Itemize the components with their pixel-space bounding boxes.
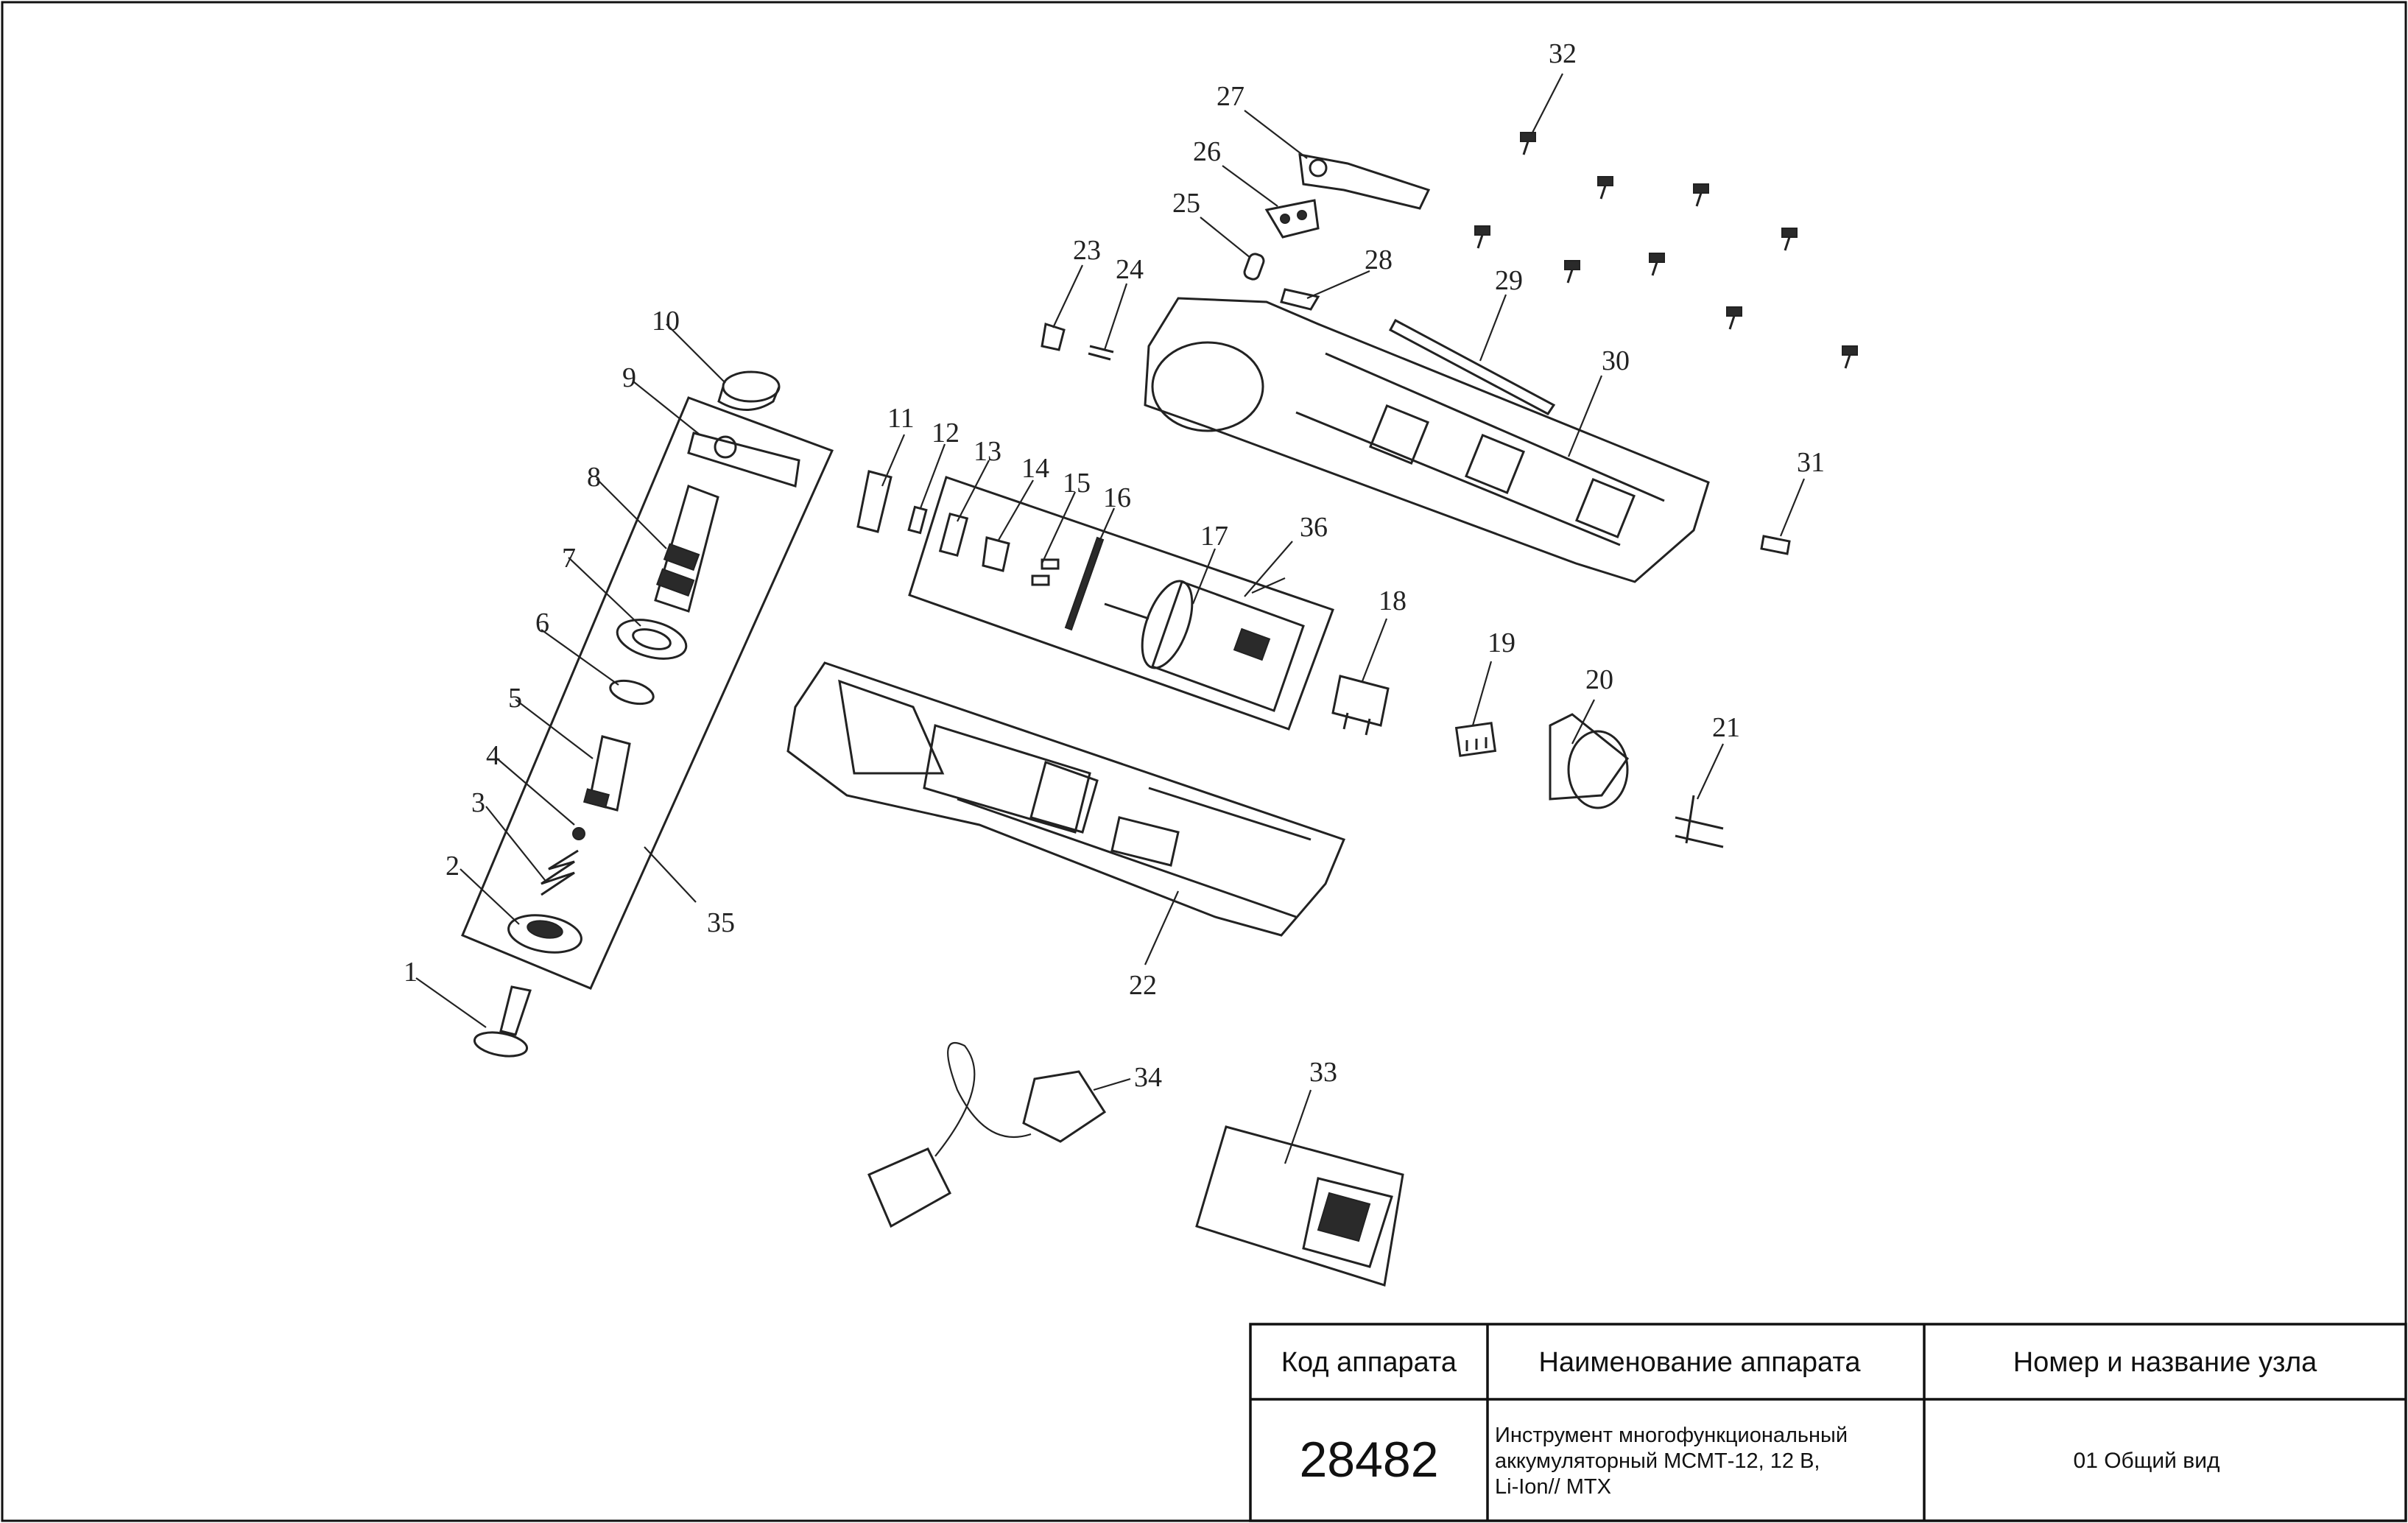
assembly-36-outline <box>908 476 1334 731</box>
callout-15: 15 <box>1063 468 1091 499</box>
callout-18: 18 <box>1379 585 1407 616</box>
part-9 <box>687 432 800 488</box>
callout-17: 17 <box>1200 521 1228 552</box>
callout-6: 6 <box>535 608 549 639</box>
part-33 <box>1195 1125 1404 1287</box>
part-4 <box>572 827 585 840</box>
part-34 <box>867 1041 1107 1228</box>
part-17 <box>1104 580 1305 712</box>
device-name-line-2: аккумуляторный МСМТ-12, 12 В, <box>1495 1449 1820 1473</box>
callout-29: 29 <box>1495 265 1523 296</box>
part-2 <box>507 914 582 954</box>
part-25 <box>1243 253 1265 281</box>
callout-26: 26 <box>1193 136 1221 167</box>
part-31 <box>1760 535 1791 555</box>
device-name-line-1: Инструмент многофункциональный <box>1495 1424 1848 1447</box>
part-16 <box>1064 536 1105 631</box>
part-20 <box>1549 713 1630 809</box>
header-device-code: Код аппарата <box>1281 1347 1457 1378</box>
callout-12: 12 <box>932 418 960 449</box>
callout-31: 31 <box>1797 447 1825 478</box>
callout-3: 3 <box>471 787 485 818</box>
part-27 <box>1298 153 1431 210</box>
part-32 <box>1474 132 1858 369</box>
callout-14: 14 <box>1021 453 1049 484</box>
part-26 <box>1264 199 1320 239</box>
callout-1: 1 <box>404 957 418 988</box>
title-block: Код аппарата Наименование аппарата Номер… <box>1249 1323 2407 1522</box>
callout-20: 20 <box>1585 664 1613 695</box>
callout-24: 24 <box>1116 254 1144 285</box>
part-15 <box>1031 558 1060 586</box>
callout-10: 10 <box>652 306 680 337</box>
part-5 <box>582 735 631 812</box>
part-28 <box>1280 288 1320 311</box>
callout-27: 27 <box>1217 81 1245 112</box>
callout-9: 9 <box>622 362 636 393</box>
assembly-35-outline <box>461 396 834 990</box>
callout-25: 25 <box>1172 188 1200 219</box>
callout-13: 13 <box>974 436 1001 467</box>
part-19 <box>1454 722 1497 757</box>
part-1 <box>473 985 532 1058</box>
part-29 <box>1388 318 1556 415</box>
part-23 <box>1041 323 1066 351</box>
part-14 <box>982 536 1010 572</box>
device-code: 28482 <box>1299 1432 1438 1488</box>
callout-11: 11 <box>887 403 915 434</box>
callout-5: 5 <box>508 683 522 714</box>
callout-34: 34 <box>1134 1062 1162 1093</box>
callout-32: 32 <box>1549 38 1577 69</box>
part-8 <box>654 485 719 613</box>
part-7 <box>616 619 688 660</box>
part-10 <box>717 370 781 411</box>
callout-22: 22 <box>1129 970 1157 1001</box>
part-12 <box>907 505 928 535</box>
part-30 <box>1144 297 1710 583</box>
callout-labels: 1 2 3 4 5 6 7 8 9 10 11 12 13 14 15 16 1… <box>404 38 1825 1093</box>
part-6 <box>609 679 655 706</box>
callout-21: 21 <box>1712 712 1740 743</box>
part-24 <box>1088 345 1114 361</box>
part-18 <box>1331 675 1390 736</box>
part-21 <box>1675 795 1724 848</box>
callout-23: 23 <box>1073 235 1101 266</box>
part-22 <box>786 661 1346 937</box>
leader-lines <box>415 73 1806 1164</box>
header-device-name: Наименование аппарата <box>1539 1347 1862 1378</box>
node-name: 01 Общий вид <box>2074 1449 2220 1473</box>
callout-36: 36 <box>1300 512 1328 543</box>
callout-35: 35 <box>707 907 735 938</box>
part-13 <box>938 512 969 558</box>
callout-2: 2 <box>446 851 460 882</box>
part-3 <box>541 849 579 896</box>
callout-30: 30 <box>1602 345 1630 376</box>
device-name-line-3: Li-Ion// MTX <box>1495 1475 1611 1499</box>
callout-16: 16 <box>1103 482 1131 513</box>
callout-8: 8 <box>587 462 601 493</box>
callout-28: 28 <box>1365 245 1393 275</box>
callout-19: 19 <box>1488 627 1515 658</box>
header-node: Номер и название узла <box>2013 1347 2317 1378</box>
callout-7: 7 <box>562 543 576 574</box>
callout-4: 4 <box>486 740 500 771</box>
part-11 <box>856 470 893 533</box>
callout-33: 33 <box>1309 1057 1337 1088</box>
